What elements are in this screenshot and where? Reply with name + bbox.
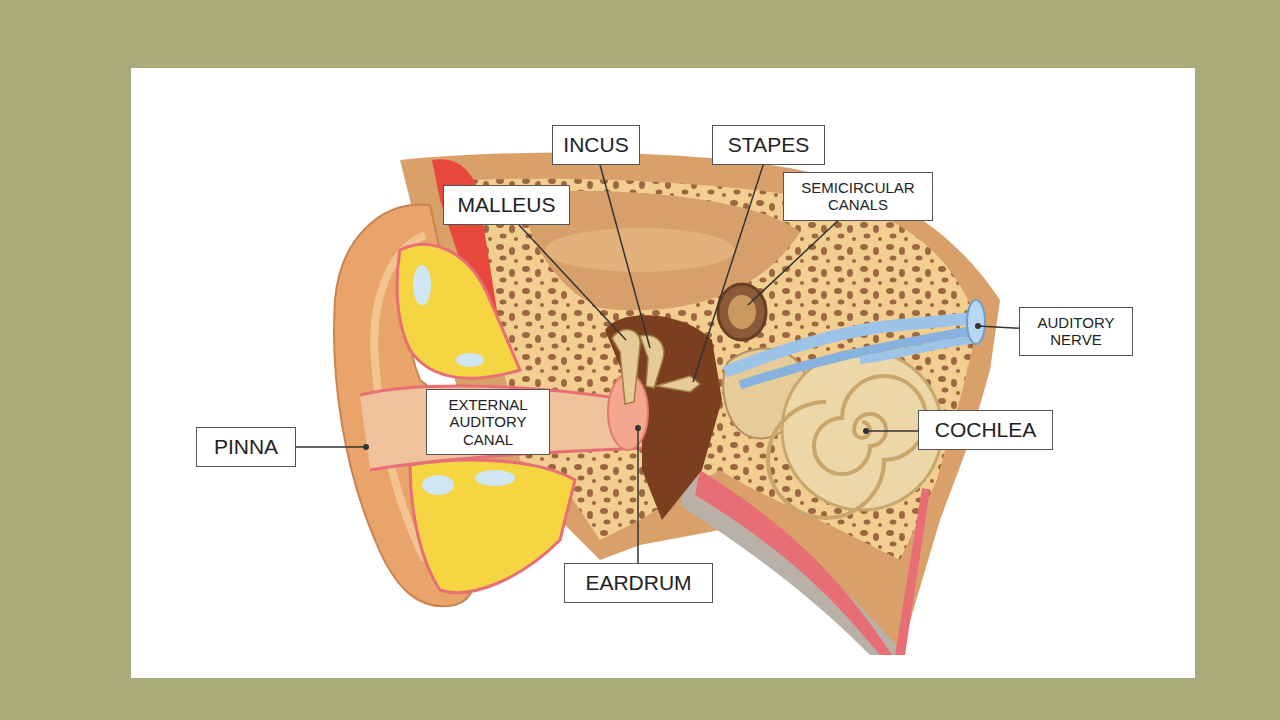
label-box: PINNA <box>196 427 296 467</box>
fat-spot <box>422 475 454 495</box>
incus-bone <box>640 335 664 388</box>
leader-line <box>596 150 650 348</box>
part-name: MALLEUS <box>454 193 559 217</box>
nerve-bundle <box>740 330 975 385</box>
fat-spot <box>456 353 484 367</box>
leader-line <box>637 428 639 583</box>
part-name: STAPES <box>723 133 814 157</box>
label-box: MALLEUS <box>443 185 570 225</box>
part-name: EXTERNAL AUDITORY CANAL <box>437 396 539 448</box>
leader-dot <box>635 425 641 431</box>
nerve-bundle <box>860 340 970 360</box>
malleus-bone <box>612 330 640 404</box>
part-name: COCHLEA <box>929 418 1042 442</box>
part-name: AUDITORY NERVE <box>1030 314 1122 349</box>
cochlea-spiral <box>768 376 926 518</box>
leader-line <box>693 150 768 382</box>
part-name: SEMICIRCULAR CANALS <box>794 179 922 214</box>
fat-tissue <box>410 460 575 593</box>
fat-tissue <box>397 244 520 378</box>
part-name: PINNA <box>207 435 285 459</box>
label-box: SEMICIRCULAR CANALS <box>783 172 933 221</box>
canal-ring <box>718 284 766 340</box>
label-box: STAPES <box>712 125 825 165</box>
tissue-layer <box>895 488 930 655</box>
leader-line <box>505 210 626 340</box>
fat-spot <box>475 470 515 486</box>
upper-highlight <box>545 228 735 272</box>
label-box: AUDITORY NERVE <box>1019 307 1133 356</box>
canal-shape <box>360 386 645 470</box>
skin <box>400 153 1000 655</box>
nerve-end <box>967 300 985 344</box>
label-box: COCHLEA <box>918 410 1053 450</box>
part-name: EARDRUM <box>575 571 702 595</box>
leader-dot <box>363 444 369 450</box>
leader-dot <box>863 428 869 434</box>
leader-dot <box>975 323 981 329</box>
label-box: EXTERNAL AUDITORY CANAL <box>426 389 550 455</box>
canal-ring <box>728 295 756 329</box>
nerve-bundle <box>725 318 975 372</box>
fat-spot <box>413 265 431 305</box>
leader-lines <box>245 150 1070 583</box>
label-box: INCUS <box>552 125 640 165</box>
label-box: EARDRUM <box>564 563 713 603</box>
part-name: INCUS <box>563 133 629 157</box>
